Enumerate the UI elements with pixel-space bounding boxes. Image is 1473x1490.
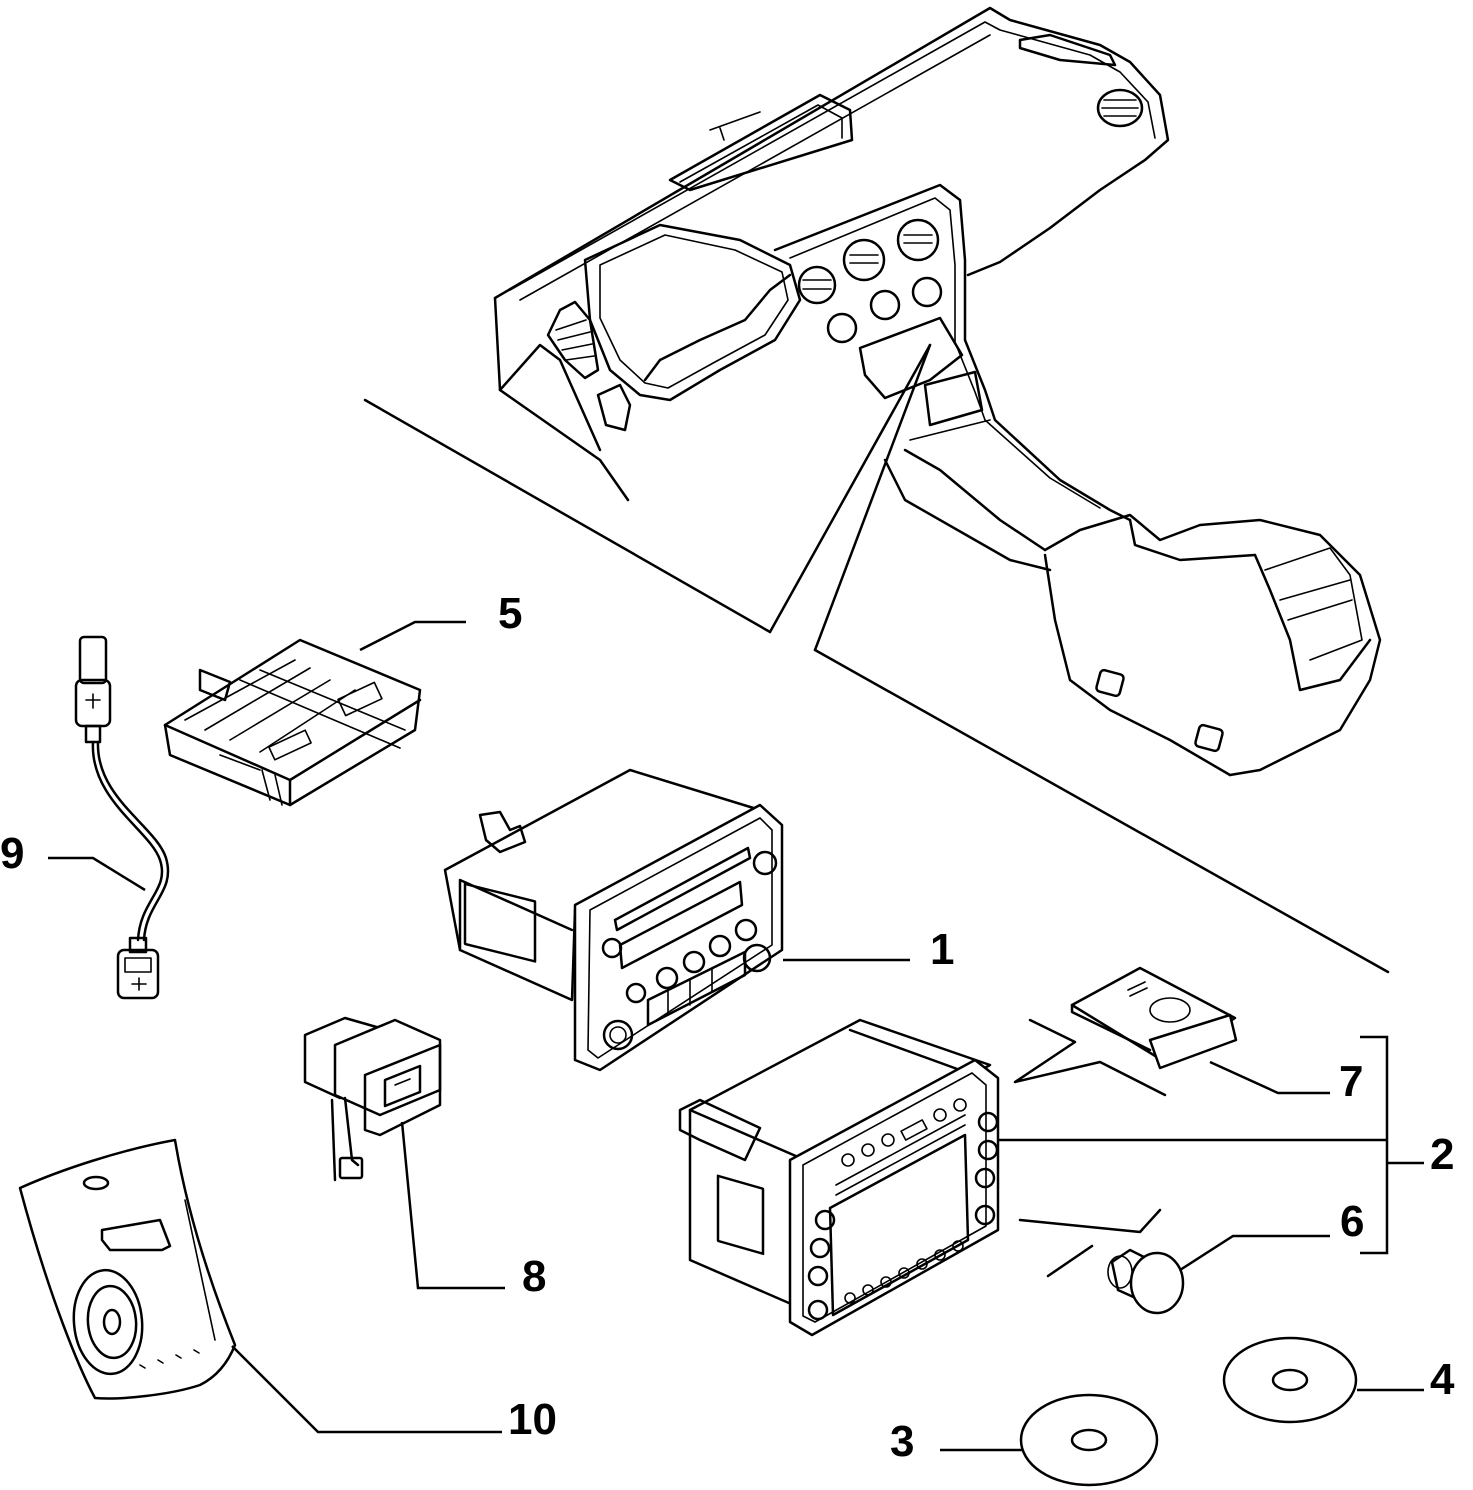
usb-cable-icon — [74, 635, 170, 1000]
callout-7: 7 — [1339, 1057, 1364, 1106]
leader-lines — [48, 620, 1424, 1452]
callout-2: 2 — [1430, 1130, 1455, 1179]
callout-8: 8 — [522, 1252, 547, 1301]
card-cartridge-icon — [1013, 966, 1238, 1097]
knob-icon — [1018, 1208, 1185, 1315]
callout-5: 5 — [498, 589, 523, 638]
kit-bag-icon — [18, 1138, 237, 1400]
callout-1: 1 — [930, 925, 955, 974]
cd-disc-icon — [1019, 1393, 1159, 1487]
cd-disc-icon — [1222, 1336, 1358, 1424]
dashboard-icon — [363, 6, 1390, 974]
callout-9: 9 — [0, 829, 25, 878]
navigation-unit-icon — [678, 1018, 1000, 1337]
radio-unit-icon — [443, 768, 784, 1072]
callout-6: 6 — [1340, 1197, 1365, 1246]
callout-3: 3 — [890, 1417, 915, 1466]
callout-4: 4 — [1430, 1355, 1455, 1404]
callout-10: 10 — [508, 1395, 557, 1444]
usb-socket-icon — [303, 1016, 442, 1182]
tuner-module-icon — [163, 638, 422, 807]
